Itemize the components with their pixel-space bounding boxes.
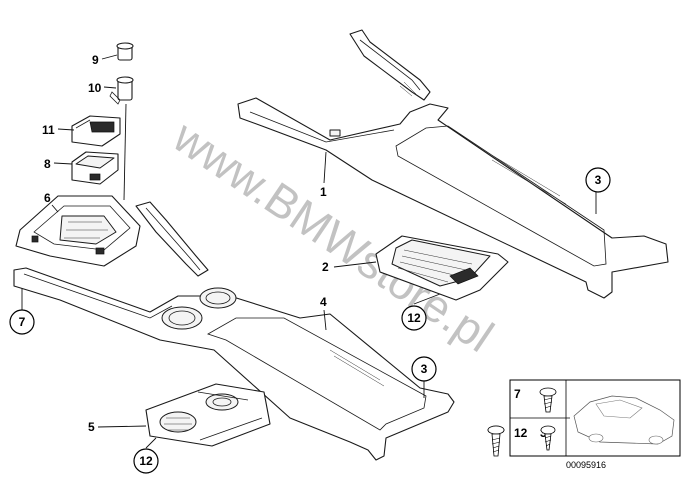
callout-2-number: 2	[322, 260, 329, 274]
callout-7-left-number: 7	[19, 315, 26, 329]
callout-12-mid: 12	[401, 293, 441, 331]
callout-3-lower: 3	[411, 356, 437, 398]
callout-5-number: 5	[88, 420, 95, 434]
callout-4: 4	[320, 295, 327, 331]
legend-number-12: 12	[514, 426, 528, 440]
callout-2: 2	[322, 260, 377, 274]
callout-1: 1	[320, 151, 327, 199]
callout-4-number: 4	[320, 295, 327, 309]
legend-item-7: 7	[514, 387, 557, 413]
callout-8-number: 8	[44, 157, 51, 171]
callout-5: 5	[88, 420, 147, 434]
callout-12-low: 12	[133, 437, 159, 474]
callout-6-number: 6	[44, 191, 51, 205]
part-10-socket[interactable]	[109, 76, 134, 105]
part-9-cap[interactable]	[116, 42, 134, 61]
callout-3-top-number: 3	[595, 173, 602, 187]
screw-icon	[539, 387, 557, 413]
legend-screw-12	[487, 425, 505, 457]
part-6-front-tray[interactable]	[15, 195, 141, 267]
callout-10: 10	[88, 81, 117, 95]
diagram-id: 00095916	[566, 460, 606, 470]
callout-11-number: 11	[42, 123, 55, 137]
part-4-console-lower[interactable]	[13, 201, 455, 461]
callout-10-number: 10	[88, 81, 102, 95]
callout-8: 8	[44, 157, 73, 171]
screw-icon	[540, 425, 556, 451]
callout-1-number: 1	[320, 185, 327, 199]
callout-3-top: 3	[585, 167, 611, 214]
part-1-console-upper[interactable]	[237, 29, 669, 299]
fastener-legend: 7 12 3 00095	[487, 379, 681, 470]
part-8-small-tray[interactable]	[71, 151, 119, 185]
part-2-insert[interactable]	[375, 235, 509, 301]
callout-6: 6	[44, 191, 59, 213]
callout-9: 9	[92, 53, 118, 67]
callout-7-left: 7	[9, 288, 35, 335]
part-5-base-tray[interactable]	[145, 383, 271, 447]
car-silhouette-icon	[573, 395, 675, 445]
callout-12-low-number: 12	[139, 454, 153, 468]
callout-11: 11	[42, 123, 75, 137]
callout-12-mid-number: 12	[407, 311, 421, 325]
part-11-tray-with-lid[interactable]	[71, 115, 121, 147]
legend-number-7: 7	[514, 387, 521, 401]
callout-3-lower-number: 3	[421, 362, 428, 376]
legend-item-3: 3	[540, 425, 556, 451]
callout-9-number: 9	[92, 53, 99, 67]
